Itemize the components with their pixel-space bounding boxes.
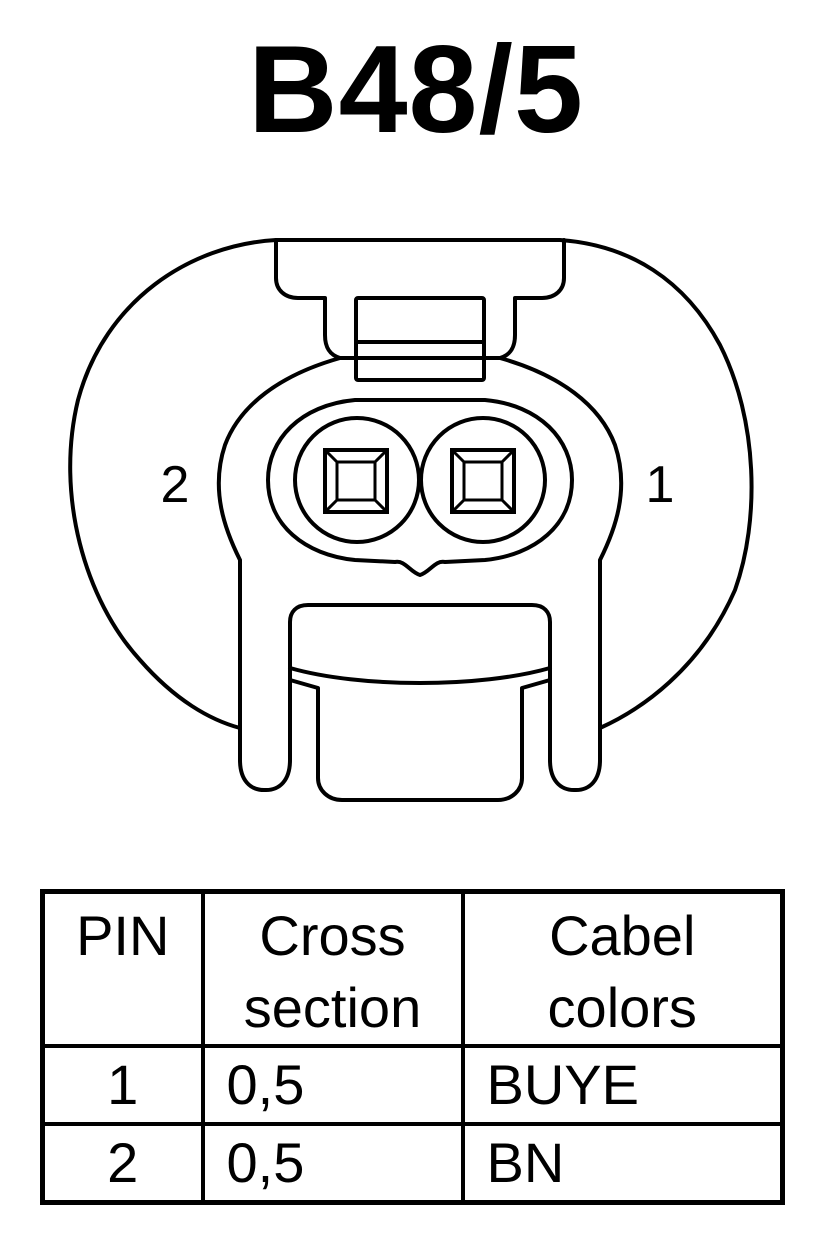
row-cross-section: 0,5 xyxy=(200,1122,465,1205)
latch-window xyxy=(354,296,486,382)
header-cabel-colors-line1: Cabel xyxy=(549,904,696,967)
connector-title: B48/5 xyxy=(248,21,584,159)
table-row: 2 0,5 BN xyxy=(40,1122,785,1205)
header-cabel-colors: Cabel colors xyxy=(460,889,785,1048)
header-pin: PIN xyxy=(40,889,205,1048)
inner-seal-outline xyxy=(216,356,624,730)
pin-1-terminal xyxy=(419,416,547,544)
header-cross-section-line2: section xyxy=(243,976,422,1039)
row-cable-color: BUYE xyxy=(460,1044,785,1126)
pin-2-terminal xyxy=(293,416,421,544)
lower-plate-outline xyxy=(288,603,552,682)
connector-housing-outline xyxy=(68,238,754,802)
header-cross-section: Cross section xyxy=(200,889,465,1048)
header-pin-text: PIN xyxy=(76,904,170,967)
pin-label-left: 2 xyxy=(161,456,190,514)
pin-cavity-outline xyxy=(266,398,574,577)
header-cross-section-line1: Cross xyxy=(259,904,406,967)
table-header-row: PIN Cross section Cabel colors xyxy=(40,889,785,1048)
row-cross-section: 0,5 xyxy=(200,1044,465,1126)
latch-tab-outline xyxy=(274,238,566,360)
pin-assignment-table: PIN Cross section Cabel colors 1 0,5 BUY… xyxy=(40,889,785,1205)
table-row: 1 0,5 BUYE xyxy=(40,1044,785,1126)
row-pin: 2 xyxy=(40,1122,205,1205)
row-cable-color: BN xyxy=(460,1122,785,1205)
header-cabel-colors-line2: colors xyxy=(547,976,697,1039)
connector-diagram: 2 1 xyxy=(68,238,754,802)
row-pin: 1 xyxy=(40,1044,205,1126)
pin-label-right: 1 xyxy=(646,456,675,514)
